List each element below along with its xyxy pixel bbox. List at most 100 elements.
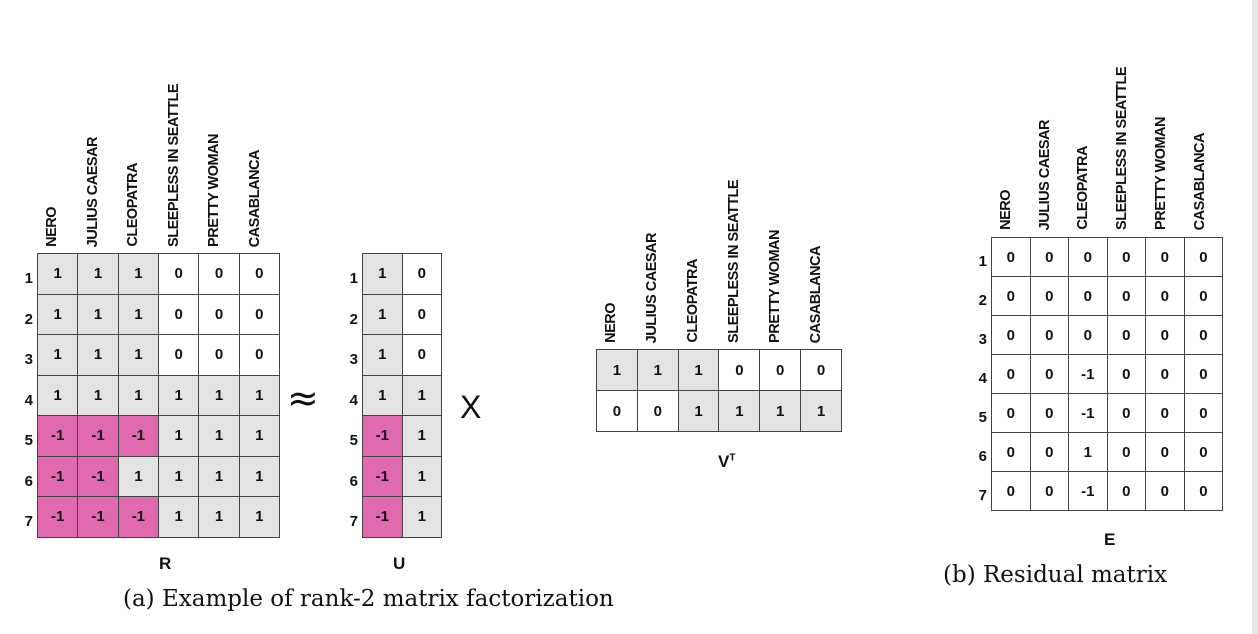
user-row-label: 5 (24, 432, 33, 449)
matrix-cell: -1 (362, 455, 403, 497)
matrix-cell: 0 (1145, 237, 1185, 277)
matrix-cell: 0 (1183, 237, 1224, 277)
user-row-label: 4 (349, 391, 358, 409)
matrix-cell: 0 (198, 253, 240, 295)
matrix-cell: 1 (198, 496, 240, 538)
matrix-cell: 1 (117, 334, 160, 376)
matrix-cell: 0 (991, 315, 1031, 355)
movie-column-header: CASABLANCA (246, 149, 263, 247)
matrix-cell: 0 (401, 334, 443, 376)
movie-column-header: CASABLANCA (808, 245, 824, 343)
matrix-cell: 0 (158, 253, 200, 295)
matrix-cell: -1 (1068, 471, 1108, 511)
matrix-cell: 0 (1029, 276, 1070, 316)
matrix-cell: 0 (401, 253, 443, 295)
user-row-label: 6 (978, 448, 987, 466)
matrix-cell: 0 (1106, 471, 1147, 511)
matrix-cell: 0 (1029, 237, 1070, 277)
matrix-cell: 1 (158, 496, 200, 538)
movie-column-header: NERO (44, 207, 60, 247)
approx-operator: ≈ (287, 376, 319, 420)
matrix-cell: 1 (36, 334, 79, 376)
matrix-cell: 0 (1145, 354, 1185, 394)
matrix-cell: 0 (238, 293, 281, 335)
matrix-cell: 0 (1029, 354, 1070, 394)
matrix-cell: -1 (117, 496, 160, 538)
user-row-label: 3 (349, 351, 358, 368)
matrix-cell: 1 (158, 415, 200, 457)
matrix-cell: 0 (596, 390, 638, 432)
matrix-cell: 0 (991, 432, 1031, 472)
matrix-cell: 1 (718, 390, 761, 432)
matrix-cell: 0 (1106, 237, 1147, 277)
matrix-cell: 0 (1145, 432, 1185, 472)
matrix-cell: 1 (401, 455, 443, 497)
matrix-cell: 1 (401, 374, 443, 416)
user-row-label: 6 (349, 472, 358, 490)
user-row-label: 5 (349, 432, 358, 449)
matrix-cell: 0 (1183, 354, 1224, 394)
matrix-cell: 0 (636, 390, 679, 432)
matrix-cell: 0 (991, 237, 1031, 277)
movie-column-header: CLEOPATRA (1075, 146, 1092, 230)
times-operator: X (460, 389, 482, 425)
caption-b: (b) Residual matrix (943, 562, 1168, 588)
matrix-cell: 0 (800, 349, 842, 391)
matrix-cell: -1 (36, 496, 79, 538)
user-row-label: 2 (978, 292, 987, 310)
matrix-cell: 0 (1106, 432, 1147, 472)
user-row-label: 2 (24, 310, 33, 328)
matrix-cell: 0 (158, 334, 200, 376)
matrix-cell: 1 (77, 374, 119, 416)
matrix-cell: 0 (1106, 276, 1147, 316)
matrix-cell: 0 (1106, 315, 1147, 355)
matrix-cell: 0 (158, 293, 200, 335)
matrix-cell: 0 (1068, 237, 1108, 277)
caption-a: (a) Example of rank-2 matrix factorizati… (123, 586, 614, 612)
user-row-label: 7 (978, 487, 987, 505)
matrix-cell: 1 (117, 455, 160, 497)
matrix-cell: 1 (158, 455, 200, 497)
matrix-vt-label-sup: T (729, 452, 736, 464)
matrix-cell: 0 (991, 471, 1031, 511)
matrix-cell: 1 (636, 349, 679, 391)
user-row-label: 3 (978, 331, 987, 349)
matrix-cell: 0 (401, 293, 443, 335)
matrix-cell: 1 (238, 496, 281, 538)
matrix-cell: 1 (36, 293, 79, 335)
matrix-cell: 1 (77, 334, 119, 376)
movie-column-header: JULIUS CAESAR (644, 232, 660, 343)
user-row-label: 1 (349, 270, 358, 287)
user-row-label: 5 (978, 409, 987, 427)
movie-column-header: PRETTY WOMAN (206, 134, 222, 247)
matrix-cell: 1 (36, 374, 79, 416)
matrix-cell: 1 (117, 374, 160, 416)
user-row-label: 2 (349, 310, 358, 328)
user-row-label: 3 (24, 351, 33, 368)
matrix-cell: 0 (238, 253, 281, 295)
matrix-u-label: U (393, 554, 406, 573)
matrix-cell: 1 (238, 374, 281, 416)
movie-column-header: SLEEPLESS IN SEATTLE (1114, 67, 1131, 230)
movie-column-header: SLEEPLESS IN SEATTLE (726, 180, 742, 343)
user-row-label: 6 (24, 472, 33, 490)
matrix-cell: 0 (1183, 276, 1224, 316)
movie-column-header: CLEOPATRA (125, 163, 141, 247)
